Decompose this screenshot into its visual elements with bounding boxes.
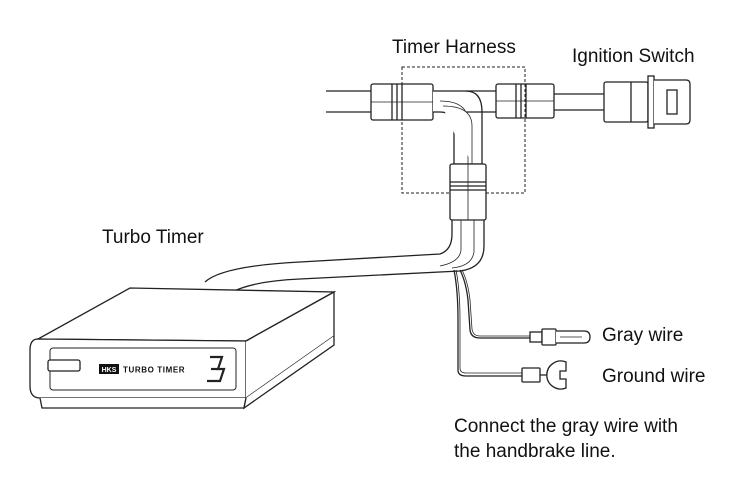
ground-ring-terminal-icon: [521, 360, 567, 390]
ignition-switch-icon: [603, 75, 691, 129]
harness-vertical-connector: [449, 163, 487, 221]
timer-harness-label: Timer Harness: [392, 37, 516, 58]
ignition-switch-label: Ignition Switch: [572, 46, 695, 67]
ignition-cable: [554, 93, 604, 111]
device-logo: HKS TURBO TIMER: [99, 364, 185, 375]
instruction-note-line2: the handbrake line.: [454, 441, 616, 462]
gray-wire-label: Gray wire: [602, 325, 684, 346]
timer-cable: [204, 220, 485, 293]
gray-wire-terminal-icon: [529, 328, 591, 346]
gray-wire: [459, 269, 530, 339]
harness-trunk: [433, 90, 496, 165]
main-harness-cable: [326, 90, 371, 113]
device-brand: HKS: [102, 367, 117, 374]
ground-wire: [453, 269, 522, 377]
display-digit-segment: [207, 355, 226, 383]
turbo-timer-label: Turbo Timer: [102, 227, 204, 248]
device-model: TURBO TIMER: [123, 366, 185, 375]
instruction-note: Connect the gray wire with the handbrake…: [454, 414, 678, 464]
instruction-note-line1: Connect the gray wire with: [454, 416, 678, 437]
turbo-timer-device: [29, 287, 337, 410]
ground-wire-label: Ground wire: [602, 366, 706, 387]
